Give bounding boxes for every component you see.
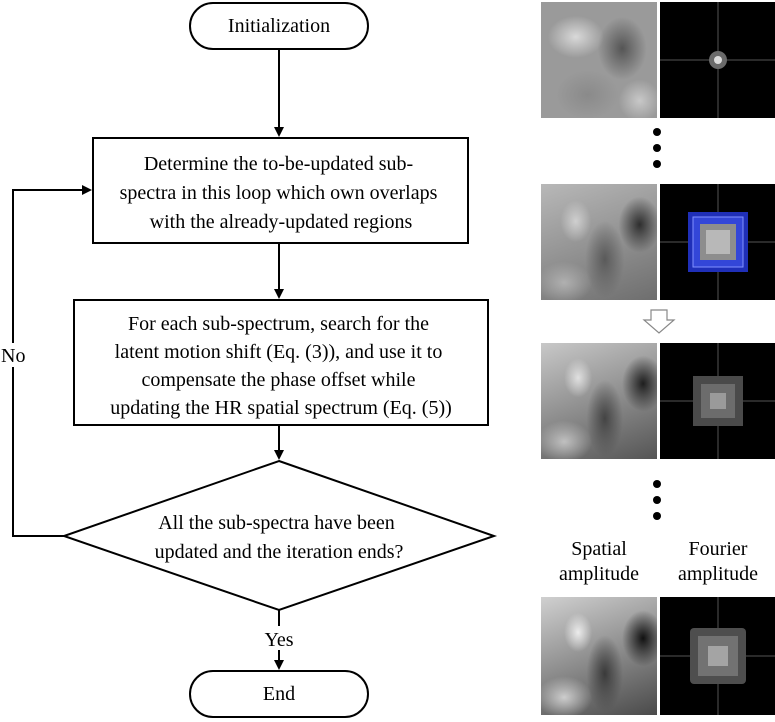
fourier-caption-line-2: amplitude (678, 563, 758, 585)
decision-line-1: All the sub-spectra have been (158, 512, 395, 534)
spatial-caption-line-1: Spatial (571, 538, 627, 560)
step1-text: Determine the to-be-updated sub- spectra… (120, 153, 443, 233)
fourier-amplitude-image-3 (660, 343, 775, 459)
spatial-amplitude-image-2 (541, 184, 657, 300)
dot (653, 496, 661, 504)
yes-label: Yes (264, 629, 293, 651)
step2-box (73, 299, 489, 426)
dot (653, 480, 661, 488)
fourier-caption-line-1: Fourier (688, 538, 748, 560)
step2-line-3: compensate the phase offset while (142, 369, 416, 391)
start-label: Initialization (228, 15, 330, 37)
decision-diamond (60, 459, 498, 612)
fourier-amplitude-image-2 (660, 184, 775, 300)
spatial-caption-line-2: amplitude (559, 563, 639, 585)
step1-line-3: with the already-updated regions (150, 211, 413, 233)
decision-text: All the sub-spectra have been updated an… (155, 512, 404, 563)
step1-line-1: Determine the to-be-updated sub- (144, 153, 413, 175)
ellipsis-dots-2 (653, 480, 661, 524)
no-label: No (1, 345, 25, 367)
ellipsis-dots-1 (653, 128, 661, 172)
spatial-amplitude-image-1 (541, 2, 657, 118)
spatial-amplitude-image-3 (541, 343, 657, 459)
step2-line-4: updating the HR spatial spectrum (Eq. (5… (110, 397, 452, 419)
step2-line-2: latent motion shift (Eq. (3)), and use i… (115, 341, 443, 363)
dot (653, 128, 661, 136)
no-label-bg (0, 343, 30, 367)
end-label: End (263, 683, 295, 705)
fourier-amplitude-image-4 (660, 597, 775, 715)
hollow-down-arrow-icon (642, 309, 676, 334)
fourier-amplitude-caption: Fourier amplitude (660, 537, 775, 587)
decision-line-2: updated and the iteration ends? (155, 541, 404, 563)
step1-line-2: spectra in this loop which own overlaps (120, 182, 438, 204)
dot (653, 512, 661, 520)
step2-text: For each sub-spectrum, search for the la… (110, 313, 452, 419)
step1-box (92, 137, 469, 244)
dot (653, 160, 661, 168)
yes-label-bg (260, 626, 300, 650)
end-terminal (189, 670, 369, 718)
spatial-amplitude-image-4 (541, 597, 657, 715)
step2-line-1: For each sub-spectrum, search for the (128, 313, 429, 335)
fourier-amplitude-image-1 (660, 2, 775, 118)
spatial-amplitude-caption: Spatial amplitude (541, 537, 657, 587)
dot (653, 144, 661, 152)
